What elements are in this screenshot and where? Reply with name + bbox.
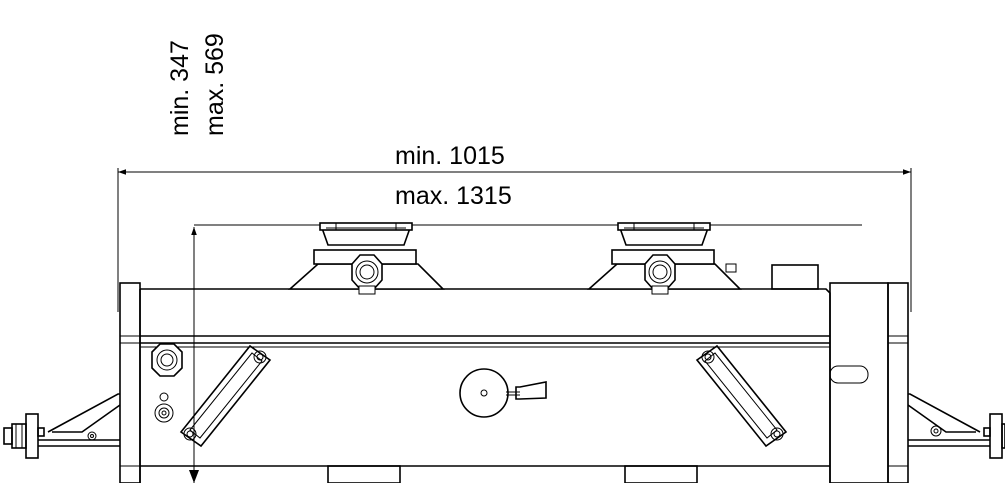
left-clamp-unit	[287, 222, 445, 295]
knob-icon	[644, 254, 676, 295]
width-min-label: min. 1015	[395, 142, 505, 170]
height-min-label: min. 347	[166, 40, 194, 136]
machine-body	[119, 263, 909, 483]
height-max-label: max. 569	[201, 33, 229, 136]
right-clamp-unit	[586, 222, 742, 295]
fitting-icon	[154, 392, 174, 423]
knob-icon	[351, 254, 383, 295]
handwheel-icon	[459, 368, 547, 418]
right-diagonal-bracket	[695, 344, 788, 448]
width-max-label: max. 1315	[395, 182, 512, 210]
left-side-arm	[3, 393, 121, 459]
right-side-arm	[907, 393, 1005, 459]
left-diagonal-bracket	[179, 344, 272, 448]
height-dimension	[189, 224, 862, 483]
control-knob-icon	[151, 343, 183, 377]
width-dimension: min. 1015 max. 1315	[117, 142, 912, 312]
